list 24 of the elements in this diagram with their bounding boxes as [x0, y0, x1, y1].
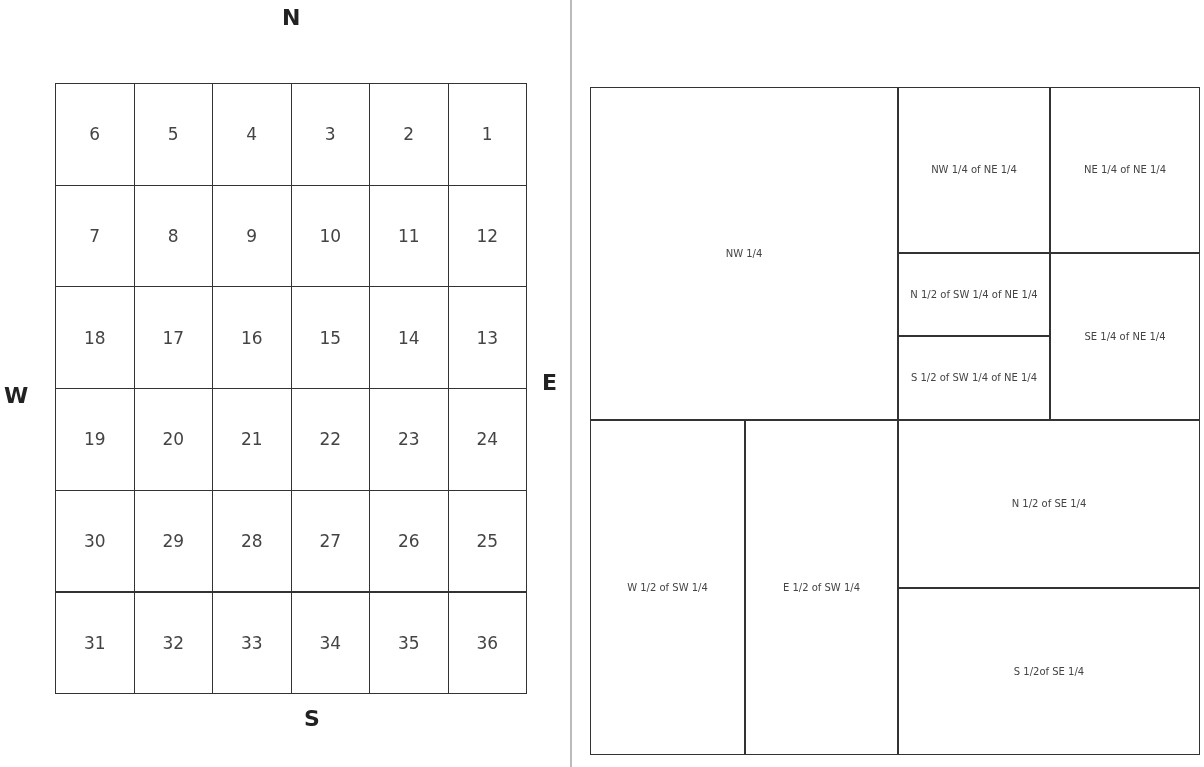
section-number: 36: [447, 591, 527, 695]
section-number: 33: [212, 591, 292, 695]
compass-direction: S: [304, 706, 320, 731]
section-number: 25: [447, 489, 527, 593]
compass-direction: E: [542, 370, 558, 395]
section-number: 1: [447, 83, 527, 186]
section-number: 35: [369, 591, 449, 695]
land-division: N 1/2 of SE 1/4: [898, 420, 1200, 588]
land-division: NW 1/4 of NE 1/4: [898, 87, 1050, 253]
compass-direction: W: [4, 383, 29, 408]
section-number: 34: [290, 591, 370, 695]
land-division: W 1/2 of SW 1/4: [590, 420, 745, 755]
land-division: NW 1/4: [590, 87, 898, 420]
section-number: 31: [55, 591, 135, 695]
land-division: E 1/2 of SW 1/4: [745, 420, 898, 755]
compass-direction: N: [282, 5, 301, 30]
land-division: S 1/2of SE 1/4: [898, 588, 1200, 755]
land-division: NE 1/4 of NE 1/4: [1050, 87, 1200, 253]
section-number: 30: [55, 489, 135, 593]
land-division: N 1/2 of SW 1/4 of NE 1/4: [898, 253, 1050, 336]
section-number: 6: [55, 83, 135, 186]
land-division: SE 1/4 of NE 1/4: [1050, 253, 1200, 420]
land-division: S 1/2 of SW 1/4 of NE 1/4: [898, 336, 1050, 420]
section-number: 32: [133, 591, 213, 695]
